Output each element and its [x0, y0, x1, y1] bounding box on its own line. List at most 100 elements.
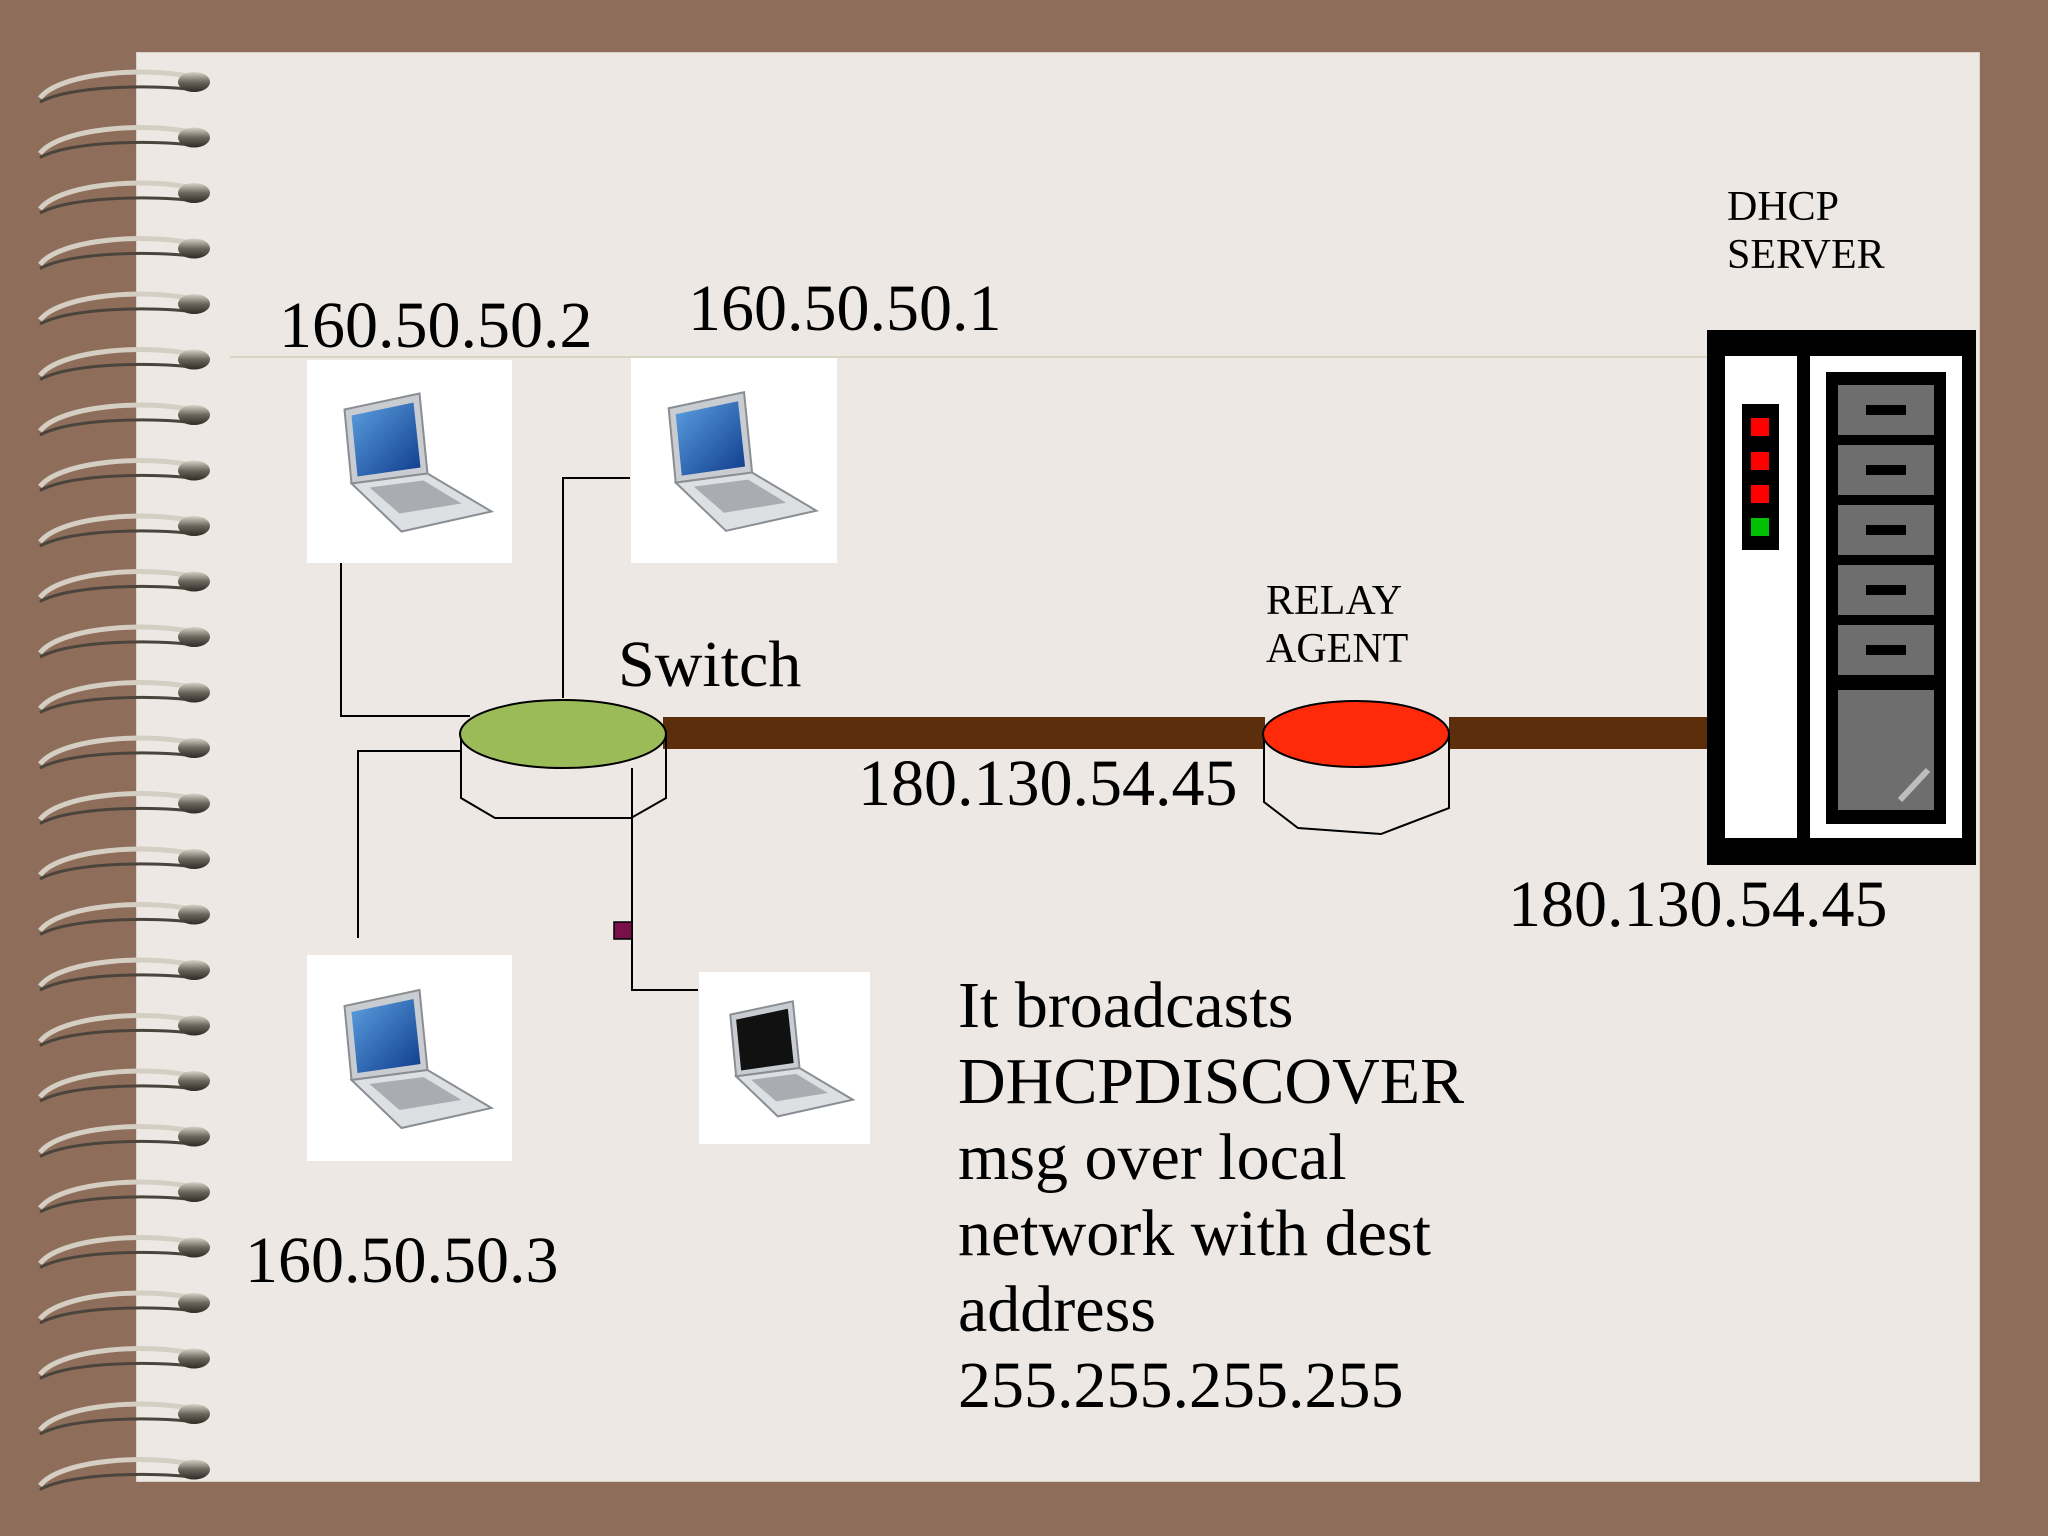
- spiral-hole: [178, 1459, 210, 1480]
- spiral-coil: [38, 291, 197, 322]
- spiral-hole: [178, 349, 210, 370]
- spiral-hole: [178, 460, 210, 481]
- spiral-coil: [38, 125, 197, 156]
- relay-label-line2: AGENT: [1266, 626, 1409, 673]
- spiral-coil-shadow: [39, 751, 197, 770]
- notebook-page: [136, 52, 1980, 1482]
- spiral-coil-shadow: [39, 1195, 197, 1214]
- dhcp-server-label: DHCP SERVER: [1727, 183, 1885, 280]
- spiral-coil: [38, 1124, 197, 1155]
- spiral-hole: [178, 904, 210, 925]
- server-label-line1: DHCP: [1727, 184, 1840, 230]
- relay-label-line1: RELAY: [1266, 578, 1403, 624]
- spiral-coil-shadow: [39, 640, 197, 659]
- link-relay-server: [1449, 717, 1711, 749]
- spiral-hole: [178, 1348, 210, 1369]
- wires: [340, 477, 698, 991]
- spiral-hole: [178, 238, 210, 259]
- spiral-hole: [178, 793, 210, 814]
- spiral-hole: [178, 72, 210, 92]
- spiral-hole: [178, 127, 210, 148]
- spiral-coil: [38, 680, 197, 711]
- spiral-coil: [38, 1401, 197, 1432]
- spiral-coil-shadow: [39, 529, 197, 548]
- spiral-hole: [178, 405, 210, 425]
- spiral-coil: [38, 1346, 197, 1377]
- spiral-hole: [178, 294, 210, 314]
- spiral-coil: [38, 513, 197, 544]
- spiral-coil: [38, 1179, 197, 1210]
- message-line: DHCPDISCOVER: [958, 1045, 1465, 1118]
- spiral-hole: [178, 1182, 210, 1202]
- spiral-coil-shadow: [39, 806, 197, 825]
- spiral-coil: [38, 347, 197, 378]
- spiral-coil-shadow: [39, 140, 197, 159]
- server-label-line2: SERVER: [1727, 232, 1885, 279]
- spiral-coil-shadow: [39, 473, 197, 492]
- spiral-coil: [38, 846, 197, 877]
- server-icon: [1707, 330, 1976, 865]
- spiral-coil: [38, 1013, 197, 1044]
- spiral-coil: [38, 69, 197, 100]
- switch-icon: [459, 699, 667, 819]
- spiral-hole: [178, 1237, 210, 1258]
- wire-new-client: [631, 768, 698, 991]
- spiral-hole: [178, 1404, 210, 1424]
- spiral-coil: [38, 458, 197, 489]
- spiral-coil-shadow: [39, 1028, 197, 1047]
- spiral-hole: [178, 849, 210, 869]
- spiral-coil-shadow: [39, 1250, 197, 1269]
- broadcast-message: It broadcasts DHCPDISCOVER msg over loca…: [958, 968, 1464, 1424]
- spiral-hole: [178, 738, 210, 758]
- laptop-new-client: [699, 972, 870, 1144]
- port-marker: [613, 921, 633, 940]
- spiral-hole: [178, 682, 210, 703]
- spiral-coil-shadow: [39, 251, 197, 270]
- switch-label: Switch: [618, 628, 802, 701]
- spiral-coil: [38, 402, 197, 433]
- spiral-coil-shadow: [39, 584, 197, 603]
- spiral-coil: [38, 1457, 197, 1488]
- message-line: network with dest: [958, 1197, 1431, 1270]
- spiral-hole: [178, 627, 210, 647]
- spiral-coil-shadow: [39, 862, 197, 881]
- message-line: msg over local: [958, 1121, 1347, 1194]
- client-c-ip-label: 160.50.50.3: [245, 1224, 559, 1297]
- spiral-coil-shadow: [39, 1417, 197, 1436]
- spiral-coil: [38, 1290, 197, 1321]
- spiral-coil: [38, 1068, 197, 1099]
- spiral-coil-shadow: [39, 362, 197, 381]
- spiral-coil: [38, 236, 197, 267]
- relay-ip-label: 180.130.54.45: [858, 747, 1238, 820]
- spiral-coil: [38, 569, 197, 600]
- spiral-coil-shadow: [39, 1306, 197, 1325]
- spiral-coil-shadow: [39, 1472, 197, 1491]
- spiral-coil-shadow: [39, 1139, 197, 1158]
- spiral-hole: [178, 1293, 210, 1313]
- link-switch-relay: [663, 717, 1265, 749]
- spiral-coil: [38, 624, 197, 655]
- laptop-client-a: [307, 360, 512, 563]
- server-ip-label: 180.130.54.45: [1508, 868, 1888, 941]
- router-icon: [1262, 700, 1450, 836]
- spiral-hole: [178, 960, 210, 980]
- laptop-client-b: [631, 358, 837, 563]
- spiral-hole: [178, 1071, 210, 1091]
- spiral-coil-shadow: [39, 1084, 197, 1103]
- spiral-coil-shadow: [39, 973, 197, 992]
- client-a-ip-label: 160.50.50.2: [279, 289, 593, 362]
- spiral-coil: [38, 791, 197, 822]
- spiral-coil-shadow: [39, 695, 197, 714]
- spiral-coil-shadow: [39, 917, 197, 936]
- wire-client-b: [562, 477, 630, 698]
- spiral-coil-shadow: [39, 196, 197, 215]
- spiral-hole: [178, 1126, 210, 1147]
- message-line: 255.255.255.255: [958, 1349, 1404, 1422]
- spiral-hole: [178, 183, 210, 203]
- laptop-client-c: [307, 955, 512, 1161]
- message-line: address: [958, 1273, 1156, 1346]
- relay-agent-label: RELAY AGENT: [1266, 577, 1408, 674]
- message-line: It broadcasts: [958, 969, 1294, 1042]
